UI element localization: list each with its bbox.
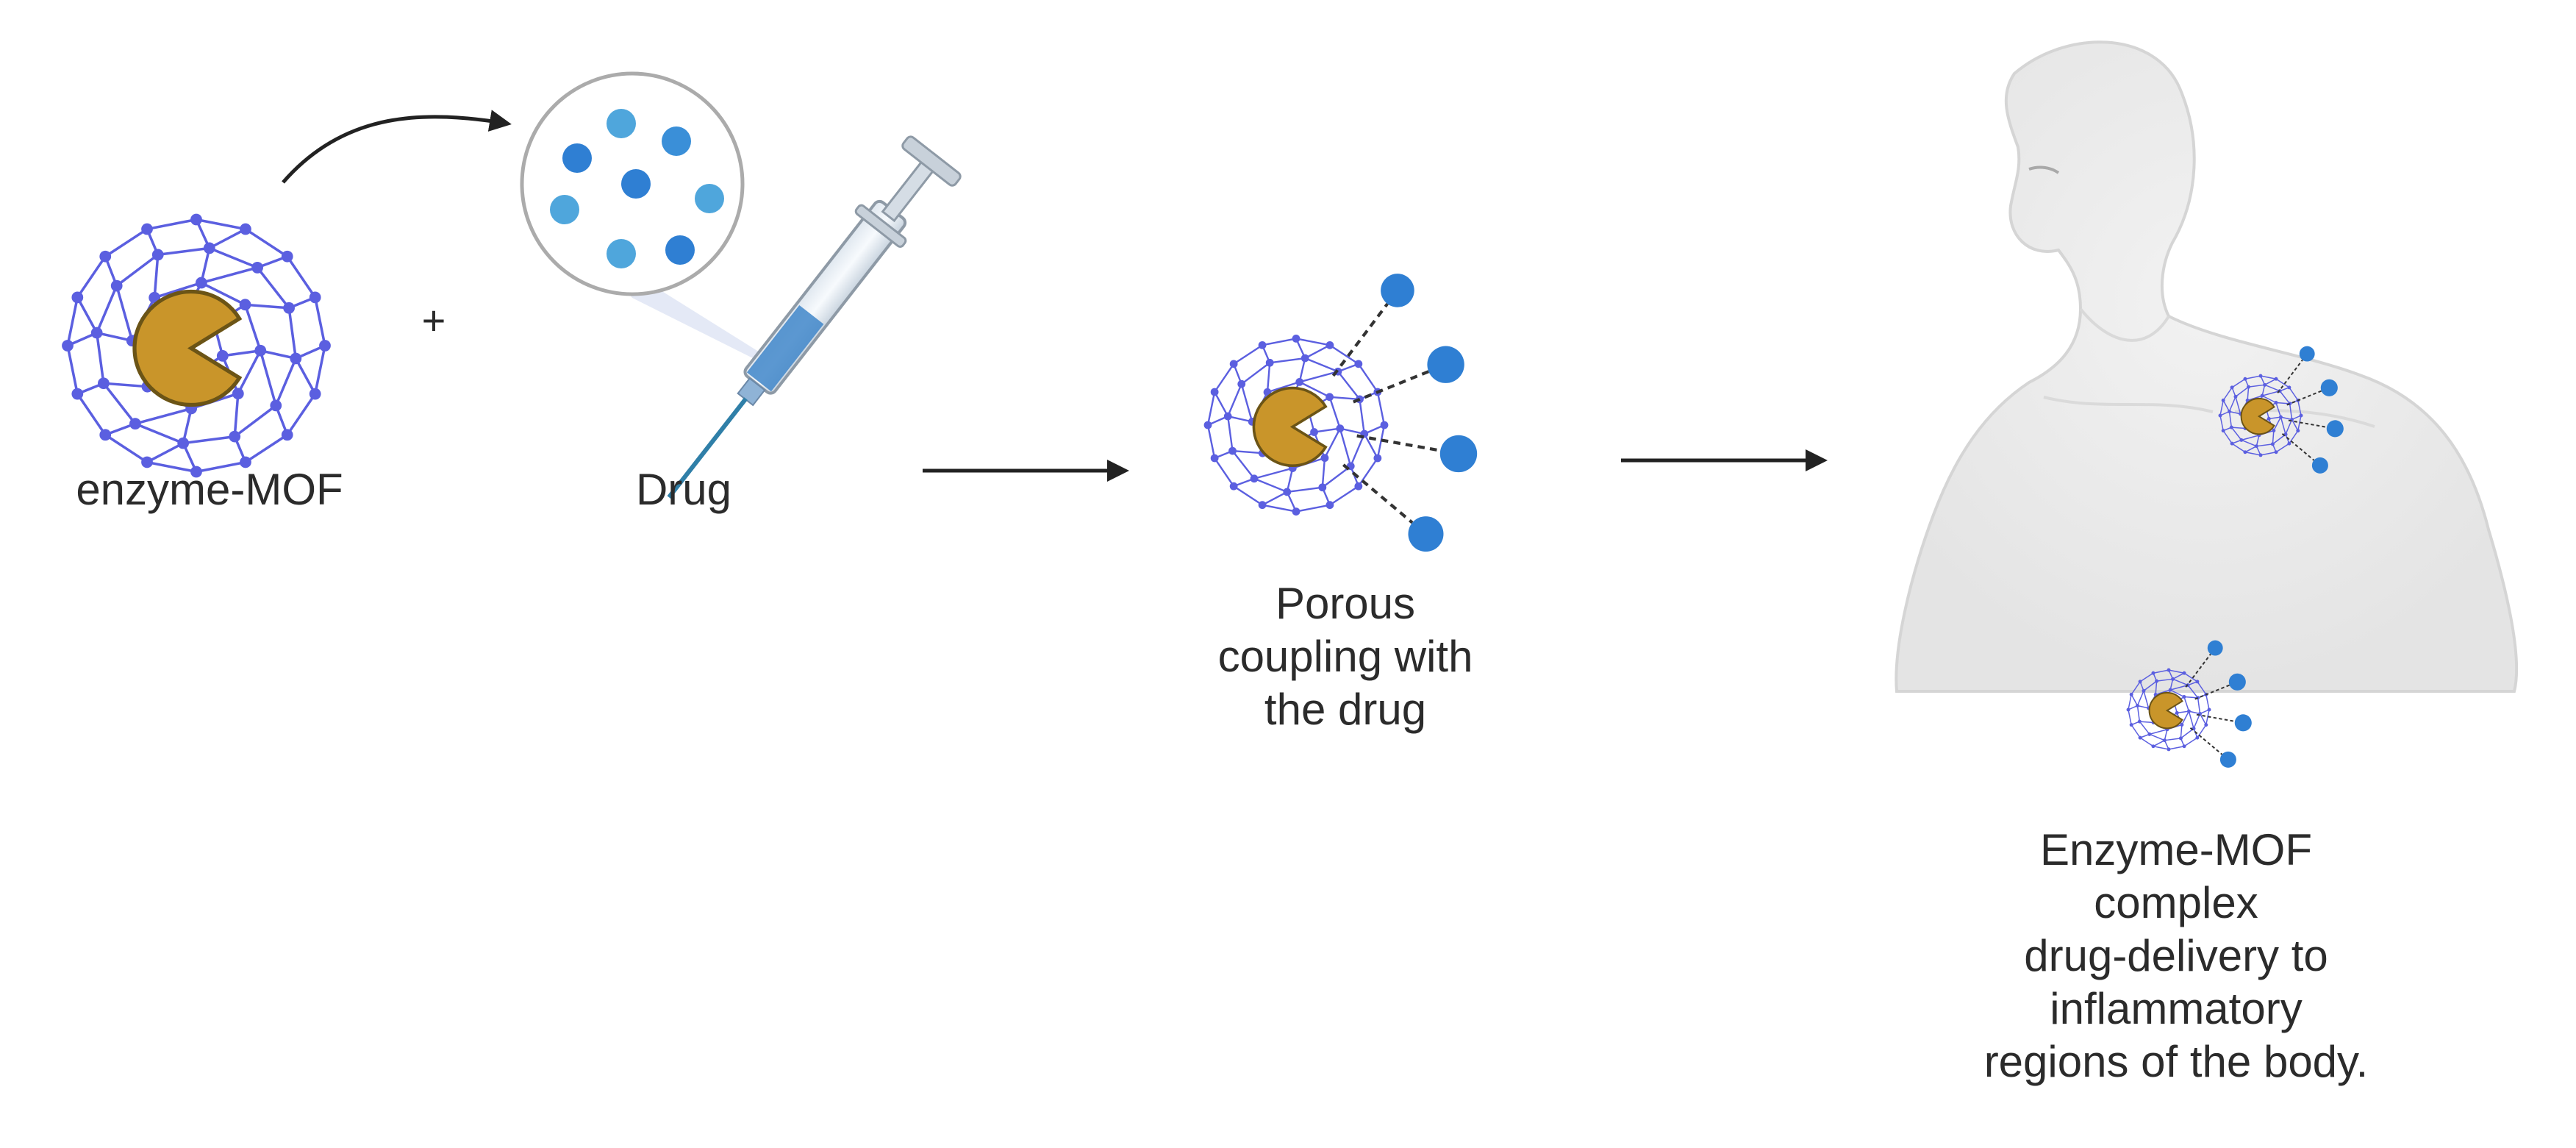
drug-dot [2228,673,2246,691]
porous-coupling-line: coupling with [1217,632,1473,681]
drug-dot [607,109,636,138]
drug-dot [2234,714,2252,732]
plus-sign: + [421,297,446,343]
drug-dot [2320,379,2338,396]
coupled-mof-cage-icon [1203,274,1478,552]
human-torso-icon [1895,40,2519,693]
drug-dot [2326,420,2344,438]
drug-dot [2299,346,2315,362]
delivery-line: drug-delivery to [2024,931,2328,980]
body-mof-cage-icon [2126,640,2252,768]
drug-dot [1427,346,1464,383]
drug-label: Drug [635,465,732,514]
enzyme-mof-label: enzyme-MOF [76,465,343,514]
curved-arrow-icon [282,110,512,184]
drug-dot [2207,640,2223,656]
enzyme-icon [1252,386,1328,467]
delivery-line: Enzyme-MOF [2039,825,2313,874]
drug-dot [550,195,579,224]
enzyme-icon [2148,691,2183,730]
drug-dot [607,239,636,268]
delivery-line: regions of the body. [1983,1037,2369,1086]
porous-coupling-line: Porous [1275,579,1416,628]
drug-dot [1381,274,1414,307]
drug-dot [621,169,651,199]
drug-dot [665,235,695,265]
delivery-line: complex [2094,878,2258,927]
porous-coupling-line: the drug [1264,685,1427,734]
enzyme-icon [2240,397,2275,435]
delivery-label: Enzyme-MOF complex drug-delivery to infl… [1926,824,2426,1088]
drug-dot [662,126,691,156]
enzyme-icon [132,289,243,407]
body-mof-cage-icon [2218,346,2344,474]
drug-dot [1439,435,1478,473]
drug-dot [1408,516,1444,552]
drug-bubble-icon [520,71,772,368]
syringe-icon [667,135,962,499]
delivery-line: inflammatory [2050,984,2303,1033]
drug-dot [562,143,592,173]
enzyme-mof-cage-icon [62,213,331,478]
drug-dot [2311,457,2328,474]
drug-dot [2219,751,2236,768]
porous-coupling-label: Porous coupling with the drug [1191,577,1500,736]
drug-dot [695,184,724,213]
